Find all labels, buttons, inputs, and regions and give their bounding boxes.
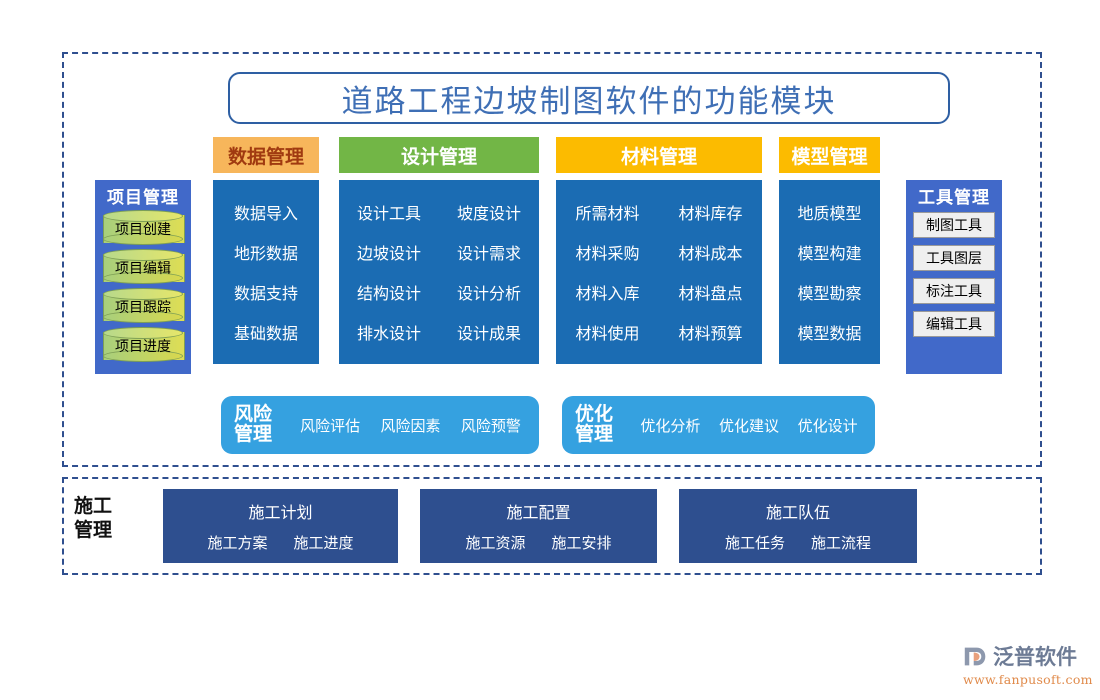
model-item[interactable]: 模型构建 xyxy=(797,244,862,263)
data-item[interactable]: 基础数据 xyxy=(233,324,298,343)
construction-item[interactable]: 施工方案 xyxy=(207,534,268,552)
cylinder-bottom xyxy=(103,272,183,284)
tool-item[interactable]: 标注工具 xyxy=(913,278,995,304)
project-item-cylinder[interactable]: 项目跟踪 xyxy=(103,288,185,326)
project-item-label: 项目跟踪 xyxy=(115,300,171,316)
material-item[interactable]: 材料预算 xyxy=(678,324,743,343)
cylinder-top xyxy=(103,327,183,339)
construction-group: 施工配置 施工资源 施工安排 xyxy=(420,489,657,563)
model-item[interactable]: 模型勘察 xyxy=(797,284,862,303)
header-data-management-label: 数据管理 xyxy=(227,145,304,168)
design-item[interactable]: 结构设计 xyxy=(356,284,421,303)
design-item[interactable]: 坡度设计 xyxy=(456,204,521,223)
brand-url: www.fanpusoft.com xyxy=(963,672,1093,687)
material-item[interactable]: 材料使用 xyxy=(575,324,640,343)
panel-project-management: 项目管理 项目创建 项目编辑 项目跟踪 项目进度 xyxy=(95,180,191,374)
construction-group-title: 施工计划 xyxy=(248,503,313,522)
cylinder-bottom xyxy=(103,350,183,362)
project-item-cylinder[interactable]: 项目编辑 xyxy=(103,249,185,287)
header-design-management-label: 设计管理 xyxy=(400,145,477,168)
panel-risk-management: 风险 管理 风险评估 风险因素 风险预警 xyxy=(221,396,539,454)
material-item[interactable]: 材料库存 xyxy=(678,204,743,223)
construction-item[interactable]: 施工任务 xyxy=(724,534,785,552)
brand-name: 泛普软件 xyxy=(993,645,1077,669)
risk-item[interactable]: 风险预警 xyxy=(460,416,521,435)
design-item[interactable]: 设计分析 xyxy=(456,284,521,303)
tool-item[interactable]: 制图工具 xyxy=(913,212,995,238)
material-item[interactable]: 材料盘点 xyxy=(678,284,743,303)
material-item[interactable]: 材料入库 xyxy=(575,284,640,303)
design-item[interactable]: 排水设计 xyxy=(356,324,421,343)
tool-management-title: 工具管理 xyxy=(918,188,990,208)
risk-management-title: 风险 管理 xyxy=(221,403,290,445)
project-item-label: 项目进度 xyxy=(115,339,171,355)
project-item-label: 项目编辑 xyxy=(115,261,171,277)
header-design-management[interactable]: 设计管理 xyxy=(339,137,539,173)
header-material-management-label: 材料管理 xyxy=(620,145,697,168)
construction-item[interactable]: 施工进度 xyxy=(293,534,354,552)
construction-item[interactable]: 施工资源 xyxy=(465,534,526,552)
risk-management-title-line2: 管理 xyxy=(234,423,273,445)
data-item[interactable]: 地形数据 xyxy=(233,244,298,263)
panel-material-management: 所需材料 材料库存 材料采购 材料成本 材料入库 材料盘点 材料使用 材料预算 xyxy=(556,180,762,364)
diagram-title: 道路工程边坡制图软件的功能模块 xyxy=(228,72,950,124)
optimize-item[interactable]: 优化设计 xyxy=(797,416,858,435)
header-model-management[interactable]: 模型管理 xyxy=(779,137,880,173)
risk-management-title-line1: 风险 xyxy=(234,403,273,426)
construction-item[interactable]: 施工安排 xyxy=(551,534,612,552)
cylinder-top xyxy=(103,288,183,300)
design-item[interactable]: 设计工具 xyxy=(356,204,421,223)
data-item[interactable]: 数据导入 xyxy=(233,204,298,223)
cylinder-top xyxy=(103,249,183,261)
optimize-management-title-line1: 优化 xyxy=(575,403,614,426)
optimize-management-title-line2: 管理 xyxy=(575,423,614,445)
material-item[interactable]: 材料采购 xyxy=(575,244,640,263)
diagram-title-text: 道路工程边坡制图软件的功能模块 xyxy=(341,83,837,120)
construction-management-label-line1: 施工 xyxy=(74,495,113,517)
header-material-management[interactable]: 材料管理 xyxy=(556,137,762,173)
project-item-cylinder[interactable]: 项目进度 xyxy=(103,327,185,365)
cylinder-bottom xyxy=(103,311,183,323)
cylinder-bottom xyxy=(103,233,183,245)
project-management-title: 项目管理 xyxy=(107,188,179,208)
panel-optimize-management: 优化 管理 优化分析 优化建议 优化设计 xyxy=(562,396,875,454)
risk-item[interactable]: 风险因素 xyxy=(380,416,441,435)
cylinder-top xyxy=(103,210,183,222)
material-item[interactable]: 所需材料 xyxy=(575,204,640,223)
construction-group: 施工队伍 施工任务 施工流程 xyxy=(679,489,917,563)
project-item-label: 项目创建 xyxy=(115,222,171,238)
panel-tool-management: 工具管理 制图工具 工具图层 标注工具 编辑工具 xyxy=(906,180,1002,374)
design-item[interactable]: 设计需求 xyxy=(456,244,521,263)
model-item[interactable]: 地质模型 xyxy=(797,204,862,223)
fanpu-logo-icon xyxy=(964,647,986,665)
design-item[interactable]: 设计成果 xyxy=(456,324,521,343)
data-item[interactable]: 数据支持 xyxy=(233,284,298,303)
material-item[interactable]: 材料成本 xyxy=(678,244,743,263)
project-item-cylinder[interactable]: 项目创建 xyxy=(103,210,185,248)
header-model-management-label: 模型管理 xyxy=(791,145,868,168)
risk-item[interactable]: 风险评估 xyxy=(300,416,361,435)
construction-group-title: 施工队伍 xyxy=(765,503,830,522)
design-item[interactable]: 边坡设计 xyxy=(356,244,421,263)
construction-management-label: 施工 管理 xyxy=(74,495,136,543)
construction-group: 施工计划 施工方案 施工进度 xyxy=(163,489,398,563)
panel-design-management: 设计工具 坡度设计 边坡设计 设计需求 结构设计 设计分析 排水设计 设计成果 xyxy=(339,180,539,364)
tool-item[interactable]: 工具图层 xyxy=(913,245,995,271)
header-data-management[interactable]: 数据管理 xyxy=(213,137,319,173)
construction-item[interactable]: 施工流程 xyxy=(811,534,872,552)
panel-data-management: 数据导入 地形数据 数据支持 基础数据 xyxy=(213,180,319,364)
optimize-item[interactable]: 优化分析 xyxy=(640,416,701,435)
construction-group-title: 施工配置 xyxy=(506,503,571,522)
panel-model-management: 地质模型 模型构建 模型勘察 模型数据 xyxy=(779,180,880,364)
optimize-management-title: 优化 管理 xyxy=(562,403,631,445)
brand-logo: 泛普软件 www.fanpusoft.com xyxy=(962,641,1094,693)
tool-item[interactable]: 编辑工具 xyxy=(913,311,995,337)
optimize-item[interactable]: 优化建议 xyxy=(718,416,779,435)
model-item[interactable]: 模型数据 xyxy=(797,324,862,343)
construction-management-label-line2: 管理 xyxy=(74,518,113,541)
